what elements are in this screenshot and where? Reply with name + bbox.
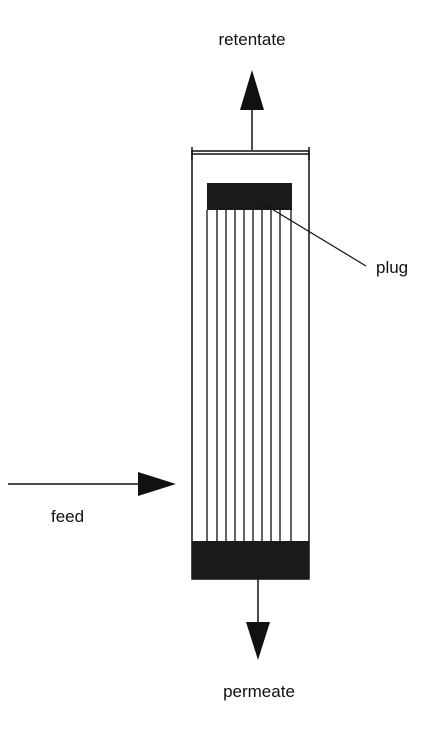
plug-label: plug [376, 258, 408, 277]
retentate-label: retentate [218, 30, 285, 49]
module-top-header [191, 147, 310, 160]
permeate-label: permeate [223, 682, 295, 701]
top-plug [207, 183, 292, 210]
feed-arrow [8, 472, 176, 496]
retentate-arrow [240, 70, 264, 150]
plug-leader-line [261, 202, 367, 267]
hollow-fibres [206, 210, 292, 541]
bottom-plug [192, 541, 309, 579]
feed-label: feed [51, 507, 84, 526]
permeate-arrow [246, 579, 270, 660]
